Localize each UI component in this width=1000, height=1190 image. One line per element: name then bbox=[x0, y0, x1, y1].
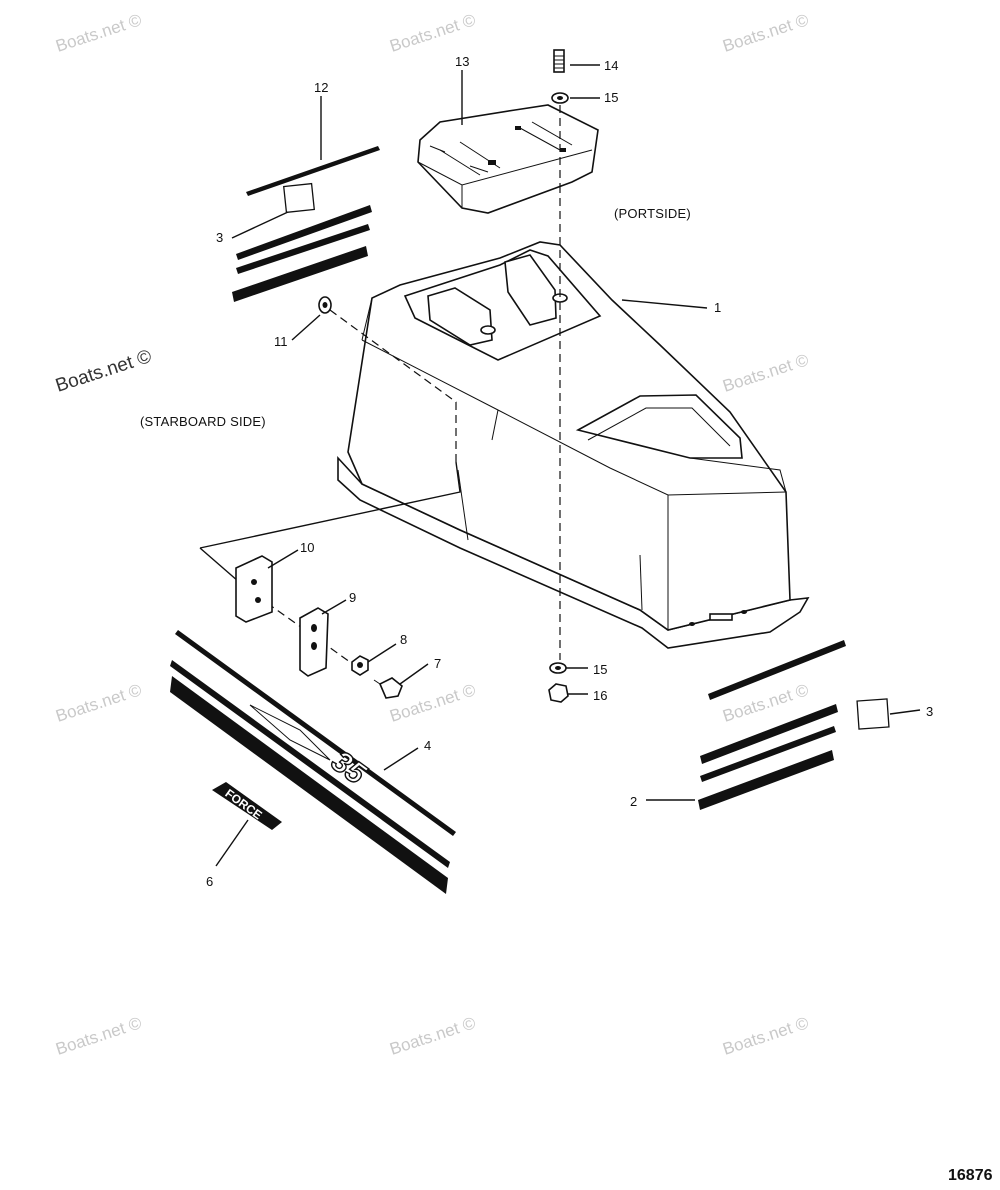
part-10-bracket bbox=[235, 555, 273, 623]
callout-1: 1 bbox=[714, 300, 721, 315]
watermark-text: Boats.net © bbox=[53, 1013, 144, 1059]
watermark-text: Boats.net © bbox=[387, 1013, 478, 1059]
portside-label: (PORTSIDE) bbox=[614, 206, 691, 221]
callout-4: 4 bbox=[424, 738, 431, 753]
assembly-line bbox=[245, 587, 351, 663]
part-7-screw bbox=[373, 677, 403, 699]
part-11-grommet bbox=[318, 296, 332, 314]
callout-2: 2 bbox=[630, 794, 637, 809]
starboard-side-label: (STARBOARD SIDE) bbox=[140, 414, 266, 429]
watermark-text: Boats.net © bbox=[720, 350, 811, 396]
watermark-text: Boats.net © bbox=[387, 10, 478, 56]
part-3-label-decal bbox=[283, 182, 315, 214]
watermark-text: Boats.net © bbox=[53, 10, 144, 56]
part-13-cover-plate bbox=[417, 104, 599, 214]
part-8-nut bbox=[351, 655, 369, 676]
part-14-bolt bbox=[553, 49, 565, 73]
part-6-brand-badge: FORCE bbox=[212, 782, 282, 830]
callout-8: 8 bbox=[400, 632, 407, 647]
callout-15: 15 bbox=[604, 90, 618, 105]
part-2-decal-stripes bbox=[698, 640, 890, 810]
callout-labels: 1 2 3 3 4 6 7 8 9 10 11 12 13 14 15 15 1… bbox=[206, 54, 933, 889]
watermark-text: Boats.net © bbox=[53, 346, 154, 397]
callout-16: 16 bbox=[593, 688, 607, 703]
part-15-washer-bottom bbox=[549, 662, 567, 674]
part-1-engine-cowl bbox=[337, 241, 810, 649]
callout-3: 3 bbox=[926, 704, 933, 719]
callout-15: 15 bbox=[593, 662, 607, 677]
part-3-label-decal bbox=[856, 698, 890, 730]
callout-10: 10 bbox=[300, 540, 314, 555]
badge-brand-text: FORCE bbox=[222, 786, 264, 822]
part-9-bracket bbox=[299, 607, 329, 677]
callout-14: 14 bbox=[604, 58, 618, 73]
assembly-line bbox=[329, 309, 457, 462]
callout-12: 12 bbox=[314, 80, 328, 95]
leader-lines bbox=[215, 64, 921, 867]
watermark-text: Boats.net © bbox=[720, 1013, 811, 1059]
callout-9: 9 bbox=[349, 590, 356, 605]
part-12-decal-stripes bbox=[232, 146, 380, 302]
callout-6: 6 bbox=[206, 874, 213, 889]
watermark-text: Boats.net © bbox=[53, 680, 144, 726]
callout-7: 7 bbox=[434, 656, 441, 671]
callout-13: 13 bbox=[455, 54, 469, 69]
part-15-washer-top bbox=[551, 92, 569, 104]
figure-number: 16876 bbox=[948, 1167, 993, 1184]
decal-number-text: 35 bbox=[325, 745, 372, 792]
starboard-reference-line bbox=[199, 461, 461, 549]
watermark-text: Boats.net © bbox=[720, 10, 811, 56]
part-16-nut bbox=[548, 683, 569, 703]
callout-3: 3 bbox=[216, 230, 223, 245]
callout-11: 11 bbox=[274, 334, 288, 349]
